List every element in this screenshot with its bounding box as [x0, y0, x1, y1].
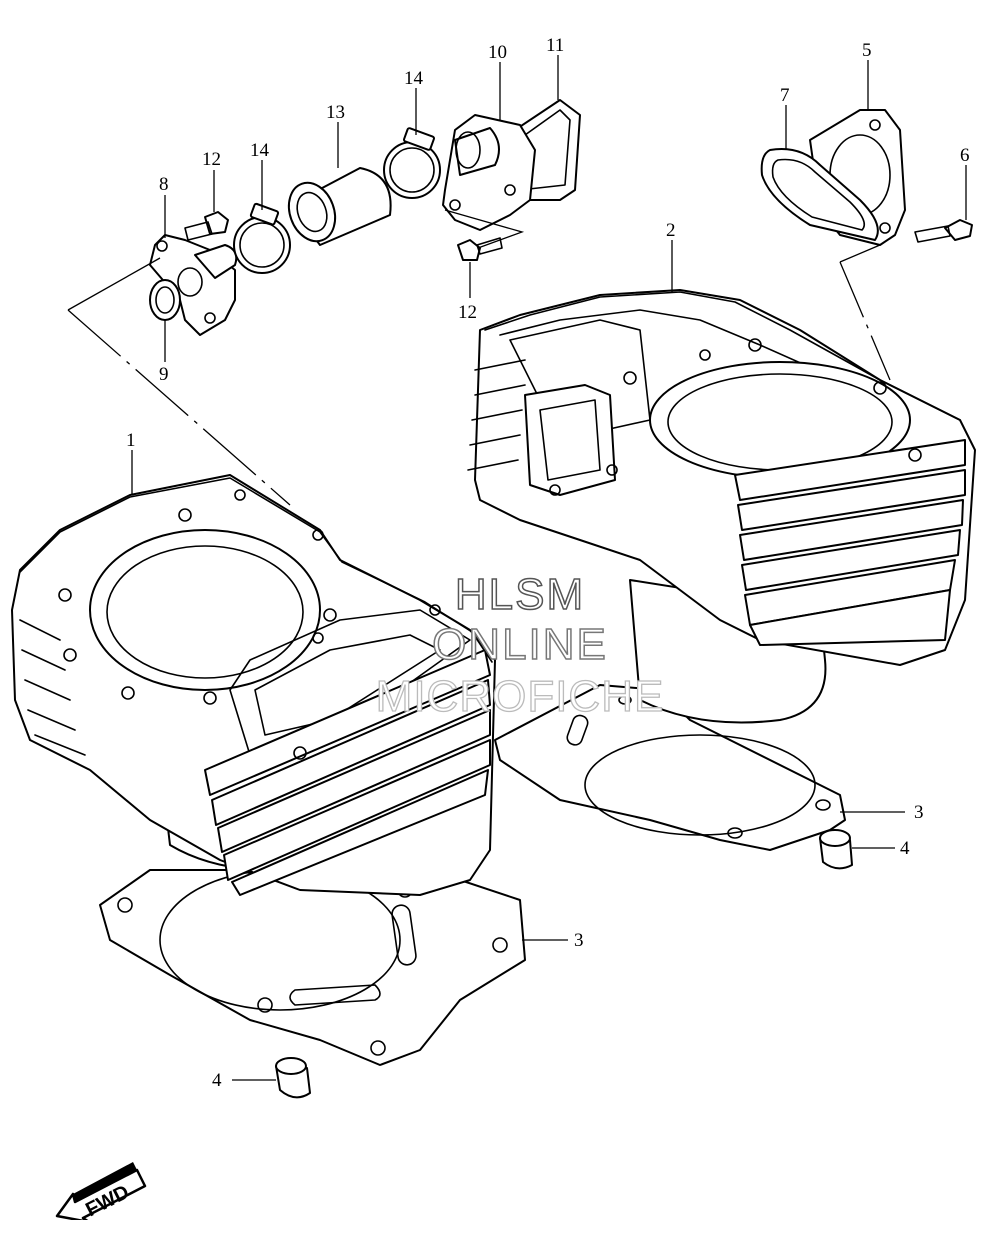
dowel-pin-rear — [819, 829, 853, 870]
callout-5: 5 — [862, 40, 872, 61]
callout-7: 7 — [780, 85, 790, 106]
front-cylinder — [11, 474, 496, 896]
bolt-12-lower — [457, 237, 503, 261]
hose-clamp-left — [233, 202, 291, 274]
callout-12-upper: 12 — [202, 149, 221, 170]
callout-11: 11 — [546, 35, 564, 56]
water-outlet-10 — [442, 114, 536, 231]
callout-labels: 1 2 3 3 4 4 5 6 7 8 9 10 11 12 12 13 14 … — [126, 35, 970, 1091]
callout-14-left: 14 — [250, 140, 270, 161]
o-ring-gasket-7 — [760, 148, 879, 241]
callout-13: 13 — [326, 102, 345, 123]
dowel-pin-front — [275, 1057, 311, 1099]
callout-1: 1 — [126, 430, 136, 451]
leader-lines — [67, 55, 967, 1081]
bolt-6 — [914, 219, 973, 243]
callout-6: 6 — [960, 145, 970, 166]
callout-4-rear: 4 — [900, 838, 910, 859]
forward-arrow-icon: FWD — [55, 1162, 147, 1220]
callout-10: 10 — [488, 42, 507, 63]
o-ring-9 — [149, 279, 181, 321]
water-hose — [287, 167, 392, 246]
water-inlet-pipe — [149, 234, 238, 336]
rear-cylinder — [467, 289, 976, 724]
callout-4-front: 4 — [212, 1070, 222, 1091]
bolt-12-upper — [184, 211, 229, 241]
front-cylinder-gasket — [99, 869, 526, 1066]
callout-8: 8 — [159, 174, 169, 195]
callout-2: 2 — [666, 220, 676, 241]
callout-3-rear: 3 — [914, 802, 924, 823]
hose-clamp-right — [383, 127, 441, 199]
callout-14-right: 14 — [404, 68, 424, 89]
callout-12-lower: 12 — [458, 302, 477, 323]
callout-3-front: 3 — [574, 930, 584, 951]
callout-9: 9 — [159, 364, 169, 385]
